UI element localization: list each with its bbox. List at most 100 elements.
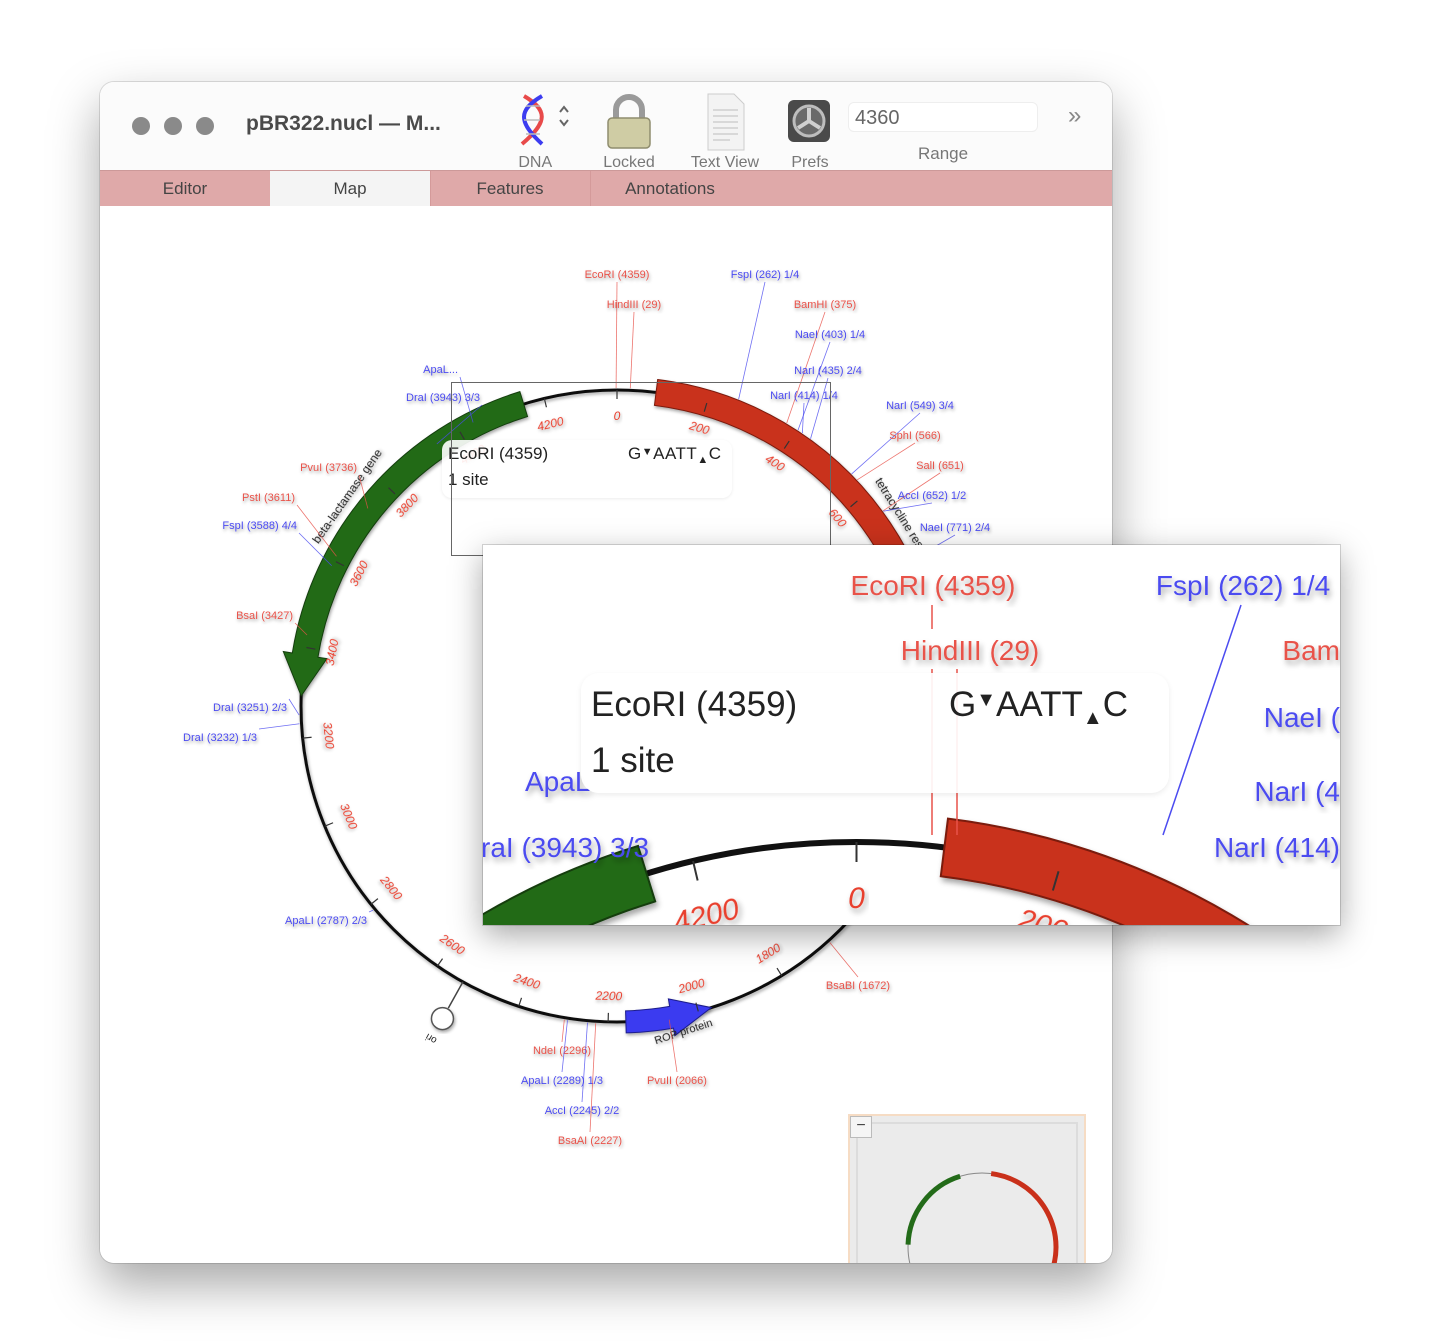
feature-rop-protein[interactable] (625, 998, 713, 1037)
magnifier-loupe: 4200 0 200 EcoRI (4359) HindIII (29) FspI (26… (483, 545, 1340, 925)
ori-label: ori (424, 1031, 439, 1046)
close-button[interactable] (132, 117, 150, 135)
tab-annotations[interactable]: Annotations (625, 179, 715, 198)
enzyme-site-label[interactable]: FspI (3588) 4/4 (222, 520, 297, 532)
magnified-enzyme-label: EcoRI (4359) (851, 570, 1016, 601)
enzyme-site-label[interactable]: AccI (652) 1/2 (898, 490, 966, 502)
toolbar: pBR322.nucl — M... DNA Locked (100, 82, 1112, 171)
enzyme-site-label[interactable]: NaeI (771) 2/4 (920, 522, 990, 534)
enzyme-site-label[interactable]: SalI (651) (916, 460, 964, 472)
magnified-enzyme-label: HindIII (29) (901, 635, 1040, 666)
tab-features[interactable]: Features (430, 171, 591, 207)
enzyme-site-label[interactable]: NarI (435) 2/4 (794, 365, 862, 377)
padlock-icon (607, 94, 651, 149)
enzyme-site-label[interactable]: NarI (549) 3/4 (886, 400, 954, 412)
tick-label: 600 (826, 506, 850, 531)
dna-helix-icon (520, 94, 569, 146)
enzyme-site-label[interactable]: NarI (414) 1/4 (770, 390, 838, 402)
enzyme-site-label[interactable]: ApaL... (423, 364, 458, 376)
sequence-type-selector[interactable]: DNA (514, 92, 570, 171)
enzyme-site-label[interactable]: EcoRI (4359) (585, 269, 650, 281)
enzyme-site-label[interactable]: AccI (2245) 2/2 (545, 1105, 620, 1117)
enzyme-site-label[interactable]: BsaAI (2227) (558, 1135, 622, 1147)
enzyme-site-label[interactable]: PvuII (2066) (647, 1075, 707, 1087)
ori-marker[interactable] (430, 1006, 455, 1031)
tick-label: 1800 (753, 940, 783, 966)
tick-label: 2800 (377, 872, 405, 903)
tick-label: 200 (687, 418, 711, 437)
enzyme-site-label[interactable]: HindIII (29) (607, 299, 661, 311)
magnified-enzyme-label: Bam (1282, 635, 1340, 666)
magnified-enzyme-label: raI (3943) 3/3 (483, 832, 649, 863)
tick-label: 400 (763, 452, 788, 475)
tick-label: 0 (614, 409, 621, 423)
tooltip-site-count: 1 site (448, 470, 489, 489)
magnified-tooltip-enzyme-name: EcoRI (4359) (591, 685, 798, 724)
text-view-button[interactable]: Text View (690, 92, 760, 171)
range-input[interactable]: 4360 (848, 102, 1038, 132)
text-view-label: Text View (690, 154, 760, 171)
cut-bottom-marker-icon: ▲ (697, 454, 709, 466)
magnified-enzyme-label: NarI (4 (1254, 776, 1340, 807)
enzyme-site-label[interactable]: PvuI (3736) (300, 462, 357, 474)
magnified-tick-label: 0 (848, 882, 865, 915)
magnified-tick-label: 4200 (670, 892, 743, 925)
tab-bar: Editor Map Features Annotations (100, 170, 1112, 207)
magnified-enzyme-label: ApaL (525, 766, 590, 797)
magnified-tooltip-sequence: G▼AATT▲C (949, 685, 1128, 729)
tick-label: 3600 (347, 558, 372, 588)
tick-label: 2400 (511, 971, 542, 993)
zoom-button[interactable] (196, 117, 214, 135)
enzyme-site-label[interactable]: SphI (566) (889, 430, 940, 442)
tick-label: 2000 (676, 976, 707, 997)
tick-label: 4200 (536, 414, 566, 434)
overview-bla (905, 1173, 961, 1245)
tab-map[interactable]: Map (270, 171, 431, 207)
enzyme-site-label[interactable]: DraI (3251) 2/3 (213, 702, 287, 714)
enzyme-site-label[interactable]: PstI (3611) (242, 492, 295, 504)
magnified-enzyme-tooltip: EcoRI (4359) G▼AATT▲C 1 site (581, 673, 1169, 793)
enzyme-tooltip: EcoRI (4359) G▼AATT▲C 1 site (442, 440, 732, 498)
enzyme-site-label[interactable]: BamHI (375) (794, 299, 856, 311)
tooltip-enzyme-name: EcoRI (4359) (448, 444, 549, 463)
lock-button[interactable]: Locked (598, 92, 660, 171)
document-icon (707, 93, 745, 151)
overview-panel[interactable]: − (848, 1114, 1086, 1263)
window-title: pBR322.nucl — M... (246, 112, 441, 135)
overview-map[interactable] (850, 1116, 1084, 1263)
enzyme-site-label[interactable]: NdeI (2296) (533, 1045, 591, 1057)
dna-label: DNA (518, 154, 553, 171)
range-label: Range (918, 144, 969, 163)
collapse-overview-button[interactable]: − (850, 1116, 872, 1138)
tooltip-recognition-sequence: G▼AATT▲C (628, 444, 722, 466)
tick-label: 2600 (436, 931, 467, 958)
enzyme-site-label[interactable]: ApaLI (2289) 1/3 (521, 1075, 603, 1087)
magnified-tick-label: 200 (1013, 902, 1072, 925)
magnified-enzyme-label: FspI (262) 1/4 (1156, 570, 1330, 601)
prefs-button[interactable]: Prefs (786, 92, 834, 171)
locked-label: Locked (603, 154, 655, 171)
tick-label: 3000 (337, 801, 360, 831)
magnified-enzyme-label: NarI (414) (1214, 832, 1340, 863)
enzyme-site-label[interactable]: DraI (3943) 3/3 (406, 392, 480, 404)
overview-tet (990, 1171, 1059, 1263)
enzyme-site-label[interactable]: ApaLI (2787) 2/3 (285, 915, 367, 927)
toolbar-overflow-button[interactable]: » (1068, 102, 1082, 129)
enzyme-site-label[interactable]: BsaI (3427) (236, 610, 293, 622)
tab-editor[interactable]: Editor (100, 171, 271, 207)
magnified-enzyme-label: NaeI ( (1264, 702, 1340, 733)
up-down-chevron-icon (559, 105, 569, 127)
enzyme-site-label[interactable]: FspI (262) 1/4 (731, 269, 799, 281)
tick-label: 2200 (594, 988, 622, 1003)
feature-beta-lactamase[interactable] (282, 391, 529, 697)
minimize-button[interactable] (164, 117, 182, 135)
tick-label: 3200 (320, 722, 337, 750)
gear-icon (788, 100, 830, 142)
prefs-label: Prefs (791, 154, 829, 171)
tick-label: 3400 (323, 638, 342, 667)
cut-top-marker-icon: ▼ (641, 446, 654, 458)
enzyme-site-label[interactable]: NaeI (403) 1/4 (795, 329, 865, 341)
magnified-tooltip-sites: 1 site (591, 741, 675, 780)
enzyme-site-label[interactable]: DraI (3232) 1/3 (183, 732, 257, 744)
enzyme-site-label[interactable]: BsaBI (1672) (826, 980, 890, 992)
